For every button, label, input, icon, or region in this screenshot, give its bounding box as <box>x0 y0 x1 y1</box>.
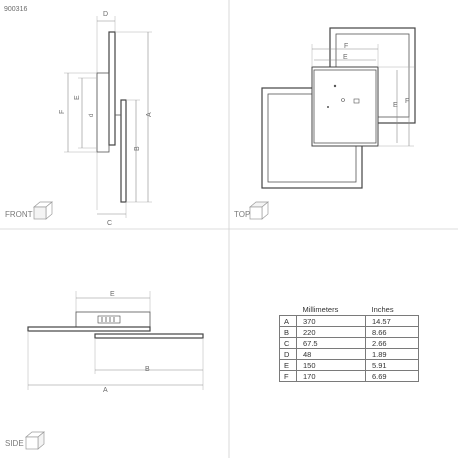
top-dim-e2-label: E <box>393 102 398 109</box>
front-mark: d <box>89 114 95 117</box>
dim-e-label: E <box>74 95 81 100</box>
top-view: F E F E TOP <box>234 27 416 220</box>
row-key: A <box>279 315 297 327</box>
table-header-row: Millimeters Inches <box>280 303 419 316</box>
front-view-label: FRONT <box>5 210 33 219</box>
top-screw-1 <box>333 84 337 88</box>
side-dim-e-label: E <box>110 291 115 298</box>
side-driver <box>97 315 121 324</box>
row-in: 1.89 <box>365 348 419 360</box>
top-cube-icon <box>249 201 269 220</box>
row-key: D <box>279 348 297 360</box>
row-in: 2.66 <box>365 337 419 349</box>
row-mm: 220 <box>296 326 366 338</box>
row-mm: 67.5 <box>296 337 366 349</box>
row-key: C <box>279 337 297 349</box>
top-base-plate <box>311 66 379 147</box>
dimension-table: Millimeters Inches A 370 14.57 B 220 8.6… <box>279 303 419 382</box>
row-mm: 150 <box>296 359 366 371</box>
table-header-key <box>280 303 297 316</box>
top-connector <box>353 98 360 104</box>
dim-f-label: F <box>59 110 66 114</box>
front-base-plate <box>96 72 110 153</box>
side-dim-b-label: B <box>145 366 150 373</box>
row-mm: 48 <box>296 348 366 360</box>
front-upper-panel <box>108 31 116 146</box>
side-upper-panel <box>27 326 151 332</box>
table-header-mm: Millimeters <box>302 304 339 314</box>
top-screw-3 <box>327 106 329 108</box>
table-row: E 150 5.91 <box>279 359 419 371</box>
side-cube-icon <box>25 431 45 450</box>
side-view: E B A SIDE <box>5 291 204 450</box>
dim-d-label: D <box>103 11 108 18</box>
table-row: C 67.5 2.66 <box>279 337 419 349</box>
top-dim-f2-label: F <box>405 98 409 105</box>
table-row: B 220 8.66 <box>279 326 419 338</box>
row-mm: 370 <box>296 315 366 327</box>
front-view: D d A B F E C FRONT <box>5 11 153 227</box>
table-row: F 170 6.69 <box>279 370 419 382</box>
side-base-plate <box>75 311 151 328</box>
row-mm: 170 <box>296 370 366 382</box>
row-key: B <box>279 326 297 338</box>
table-header-in: Inches <box>371 304 394 314</box>
top-view-label: TOP <box>234 210 250 219</box>
dim-b-label: B <box>134 146 141 151</box>
row-key: E <box>279 359 297 371</box>
top-dim-f-label: F <box>344 43 348 50</box>
side-dim-a-label: A <box>103 387 108 394</box>
row-in: 14.57 <box>365 315 419 327</box>
row-in: 6.69 <box>365 370 419 382</box>
dim-a-label: A <box>146 112 153 117</box>
top-screw-2 <box>341 98 345 102</box>
side-view-label: SIDE <box>5 439 24 448</box>
front-lower-panel <box>120 99 127 203</box>
table-row: D 48 1.89 <box>279 348 419 360</box>
row-in: 5.91 <box>365 359 419 371</box>
row-in: 8.66 <box>365 326 419 338</box>
front-cube-icon <box>33 201 53 220</box>
row-key: F <box>279 370 297 382</box>
table-row: A 370 14.57 <box>279 315 419 327</box>
dim-c-label: C <box>107 220 112 227</box>
side-lower-panel <box>94 333 204 339</box>
product-code: 900316 <box>4 6 27 13</box>
top-dim-e-label: E <box>343 54 348 61</box>
